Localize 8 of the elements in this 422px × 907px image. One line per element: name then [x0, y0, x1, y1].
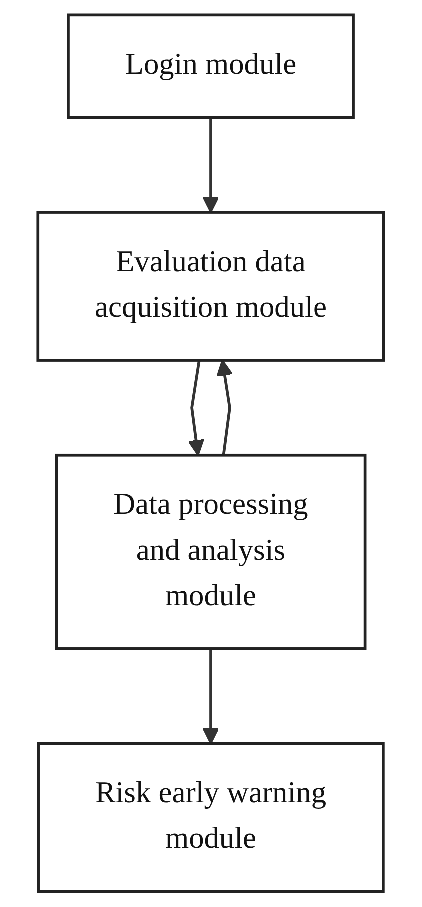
- arrow: [202, 648, 220, 745]
- arrow: [202, 118, 220, 214]
- node-box: Risk early warning module: [37, 742, 385, 894]
- node-box: Evaluation data acquisition module: [36, 211, 386, 362]
- node-box: Data processing and analysis module: [55, 454, 367, 650]
- arrow: [188, 360, 205, 456]
- node-box: Login module: [67, 14, 355, 120]
- arrow: [216, 360, 234, 456]
